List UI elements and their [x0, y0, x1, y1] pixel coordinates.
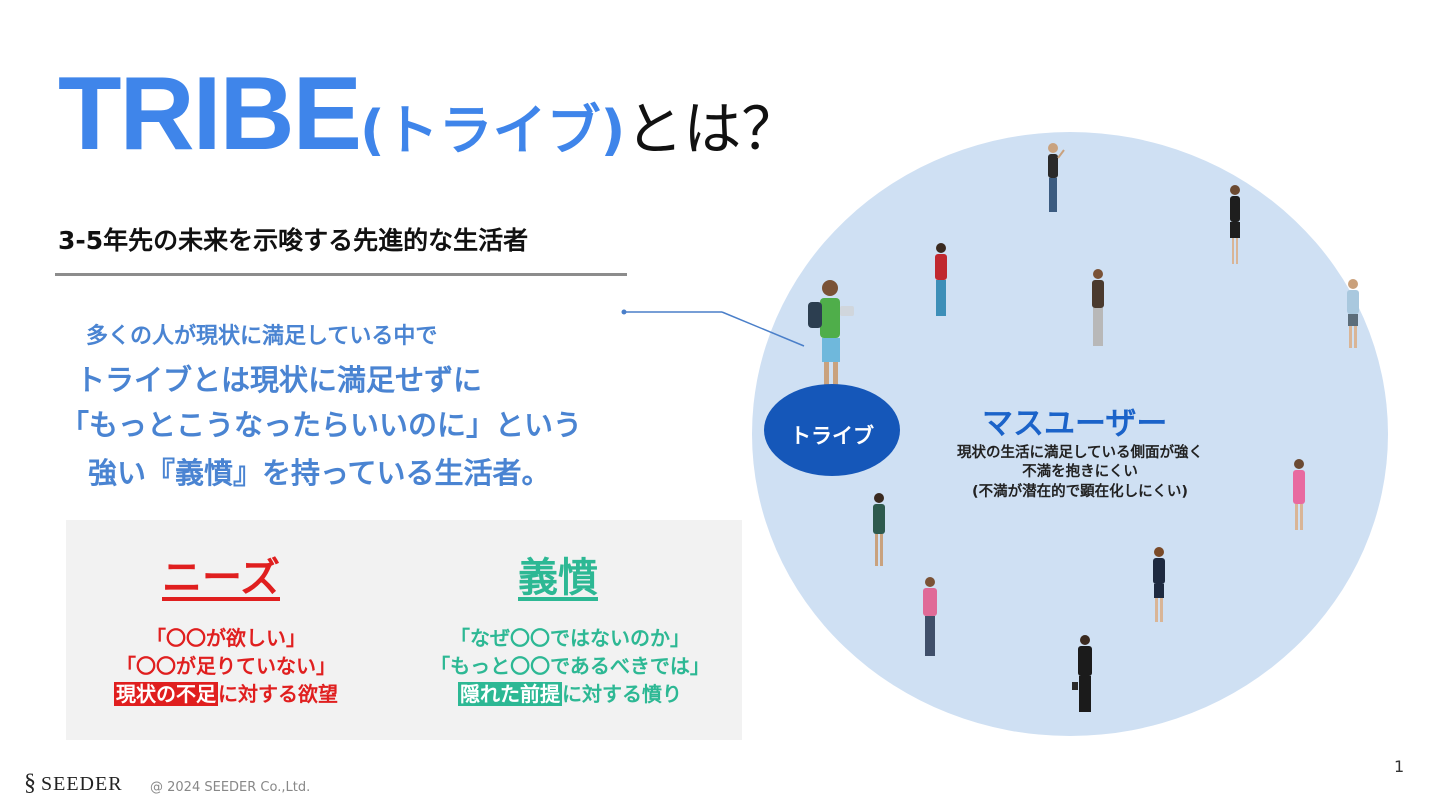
tribe-label: トライブ — [764, 420, 900, 450]
gifun-line: 隠れた前提に対する憤り — [420, 678, 720, 707]
title-main: TRIBE — [58, 56, 360, 172]
person-figure — [1070, 632, 1100, 718]
subtitle: 3-5年先の未来を示唆する先進的な生活者 — [58, 221, 528, 257]
connector-line — [600, 300, 830, 360]
mass-user-description: (不満が潜在的で顕在化しにくい) — [920, 480, 1240, 501]
gifun-title: 義憤 — [518, 545, 598, 603]
needs-line: 「〇〇が足りていない」 — [86, 650, 366, 679]
seeder-logo-text: SEEDER — [41, 773, 123, 795]
page-number: 1 — [1394, 757, 1404, 776]
person-figure — [1085, 266, 1111, 356]
person-figure — [1146, 544, 1172, 628]
title-paren: (トライブ) — [360, 99, 625, 162]
mass-user-description: 不満を抱きにくい — [920, 460, 1240, 481]
needs-line-rest: に対する欲望 — [218, 682, 338, 706]
divider — [55, 273, 627, 276]
gifun-highlight: 隠れた前提 — [458, 682, 562, 706]
needs-highlight: 現状の不足 — [114, 682, 218, 706]
person-figure — [928, 240, 954, 324]
person-figure — [1340, 276, 1366, 356]
needs-title: ニーズ — [162, 545, 280, 603]
description-line: 「もっとこうなったらいいのに」という — [60, 402, 582, 444]
person-figure — [1040, 140, 1066, 220]
seeder-logo: §SEEDER — [24, 770, 123, 797]
person-figure — [916, 574, 944, 664]
seeder-logo-icon: § — [24, 770, 37, 796]
mass-user-description: 現状の生活に満足している側面が強く — [920, 441, 1240, 462]
person-figure — [1286, 456, 1312, 536]
description-line: 強い『義憤』を持っている生活者。 — [88, 450, 551, 492]
page-title: TRIBE(トライブ)とは？ — [58, 62, 799, 166]
copyright: @ 2024 SEEDER Co.,Ltd. — [150, 780, 310, 795]
title-suffix: とは？ — [625, 95, 799, 163]
person-figure — [1222, 182, 1248, 272]
person-figure — [866, 490, 894, 574]
needs-line: 現状の不足に対する欲望 — [86, 678, 366, 707]
gifun-line: 「もっと〇〇であるべきでは」 — [420, 650, 720, 679]
gifun-line: 「なぜ〇〇ではないのか」 — [420, 622, 720, 651]
mass-user-title: マスユーザー — [982, 398, 1167, 443]
needs-line: 「〇〇が欲しい」 — [86, 622, 366, 651]
description-line: トライブとは現状に満足せずに — [76, 357, 482, 399]
description-line: 多くの人が現状に満足している中で — [86, 318, 437, 350]
gifun-line-rest: に対する憤り — [562, 682, 682, 706]
